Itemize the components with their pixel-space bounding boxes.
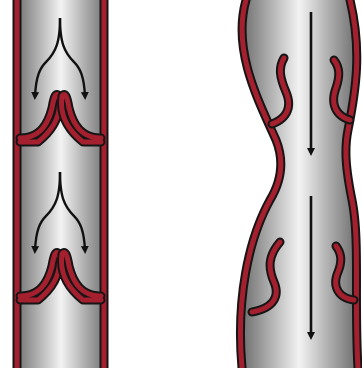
varicose-vein xyxy=(240,0,358,368)
healthy-vein xyxy=(14,0,108,368)
